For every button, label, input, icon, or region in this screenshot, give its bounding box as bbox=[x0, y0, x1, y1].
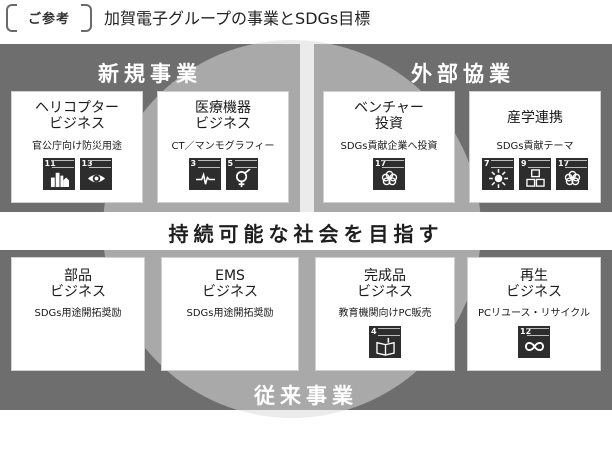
sdg-goal-12-icon: 12 bbox=[518, 326, 550, 358]
sdg-icons: 17 bbox=[324, 158, 454, 190]
card-title-line2: ビジネス bbox=[506, 284, 562, 300]
card-finished-products-business: 完成品 ビジネス 教育機関向けPC販売 4 bbox=[316, 258, 454, 370]
sdg-goal-9-icon: 9 bbox=[519, 158, 551, 190]
card-title-line1: ベンチャー bbox=[354, 100, 424, 116]
new-business-label: 新規事業 bbox=[98, 62, 202, 86]
card-title: 再生 ビジネス bbox=[468, 268, 600, 300]
card-title: ベンチャー 投資 bbox=[324, 100, 454, 132]
page-title: 加賀電子グループの事業とSDGs目標 bbox=[104, 9, 371, 28]
card-helicopter-business: ヘリコプター ビジネス 官公庁向け防災用途 11 13 bbox=[12, 92, 142, 202]
card-venture-investment: ベンチャー 投資 SDGs貢献企業へ投資 17 bbox=[324, 92, 454, 202]
sdg-goal-7-icon: 7 bbox=[482, 158, 514, 190]
sdg-icons: 3 5 bbox=[158, 158, 288, 190]
card-title-line1: ヘリコプター bbox=[35, 100, 119, 116]
center-band bbox=[0, 212, 612, 250]
traditional-business-label: 従来事業 bbox=[254, 384, 358, 408]
card-title-line1: 再生 bbox=[520, 268, 548, 284]
card-detail: PCリユース・リサイクル bbox=[477, 308, 590, 319]
card-title: 産学連携 bbox=[470, 110, 600, 126]
card-title-line2: ビジネス bbox=[357, 284, 413, 300]
sdg-goal-17-icon: 17 bbox=[556, 158, 588, 190]
card-parts-business: 部品 ビジネス SDGs用途開拓奨励 bbox=[12, 258, 144, 370]
sdg-goal-4-icon: 4 bbox=[369, 326, 401, 358]
card-detail: 官公庁向け防災用途 bbox=[32, 141, 122, 152]
card-title: 医療機器 ビジネス bbox=[158, 100, 288, 132]
reference-label: ご参考 bbox=[27, 12, 70, 27]
card-title-line2: 投資 bbox=[375, 116, 403, 132]
card-title-line1: EMS bbox=[215, 268, 245, 284]
card-title-line1: 産学連携 bbox=[507, 110, 563, 126]
card-title-line2: ビジネス bbox=[202, 284, 258, 300]
bracket-right bbox=[81, 4, 92, 32]
card-title-line1: 部品 bbox=[64, 268, 92, 284]
card-detail: 教育機関向けPC販売 bbox=[338, 308, 432, 319]
card-recycling-business: 再生 ビジネス PCリユース・リサイクル 12 bbox=[468, 258, 600, 370]
sdg-goal-11-icon: 11 bbox=[42, 158, 75, 190]
card-title-line2: ビジネス bbox=[49, 116, 105, 132]
sdg-icons: 7 9 17 bbox=[470, 158, 600, 190]
card-detail: SDGs用途開拓奨励 bbox=[186, 308, 274, 319]
card-title: 部品 ビジネス bbox=[12, 268, 144, 300]
card-detail: SDGs用途開拓奨励 bbox=[34, 308, 122, 319]
sdg-icons: 4 bbox=[316, 326, 454, 358]
bracket-left bbox=[6, 4, 17, 32]
card-detail: CT／マンモグラフィー bbox=[171, 141, 275, 152]
sdg-goal-5-icon: 5 bbox=[225, 158, 258, 190]
card-title-line2: ビジネス bbox=[195, 116, 251, 132]
card-industry-academia: 産学連携 SDGs貢献テーマ 7 9 17 bbox=[470, 92, 600, 202]
sdg-icons: 11 13 bbox=[12, 158, 142, 190]
card-title: 完成品 ビジネス bbox=[316, 268, 454, 300]
sdg-goal-13-icon: 13 bbox=[79, 158, 112, 190]
sdg-icons: 12 bbox=[468, 326, 600, 358]
card-title-line1: 医療機器 bbox=[195, 100, 251, 116]
sdg-goal-3-icon: 3 bbox=[188, 158, 221, 190]
card-medical-device-business: 医療機器 ビジネス CT／マンモグラフィー 3 5 bbox=[158, 92, 288, 202]
card-detail: SDGs貢献テーマ bbox=[496, 141, 574, 152]
external-collaboration-label: 外部協業 bbox=[411, 62, 515, 86]
sdg-goal-17-icon: 17 bbox=[373, 158, 405, 190]
card-title: ヘリコプター ビジネス bbox=[12, 100, 142, 132]
center-message: 持続可能な社会を目指す bbox=[168, 222, 444, 246]
card-title-line2: ビジネス bbox=[50, 284, 106, 300]
reference-badge: ご参考 bbox=[6, 4, 92, 32]
card-title-line1: 完成品 bbox=[364, 268, 406, 284]
card-detail: SDGs貢献企業へ投資 bbox=[340, 141, 438, 152]
card-ems-business: EMS ビジネス SDGs用途開拓奨励 bbox=[162, 258, 298, 370]
card-title: EMS ビジネス bbox=[162, 268, 298, 300]
